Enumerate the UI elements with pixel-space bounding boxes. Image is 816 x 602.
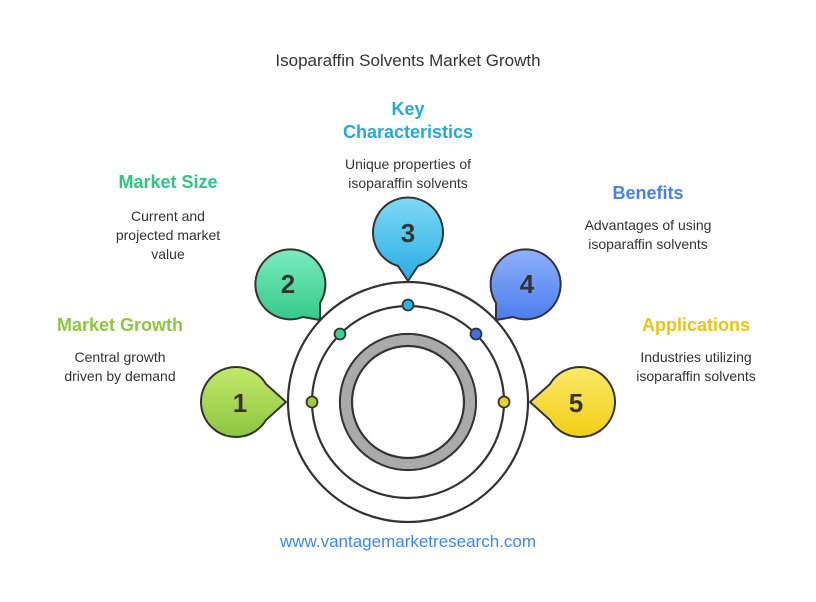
step-2-bubble: 2 xyxy=(254,248,327,322)
ring-dot-2 xyxy=(333,327,347,341)
step-4-description-line: isoparaffin solvents xyxy=(588,236,708,252)
inner-core-ring xyxy=(338,332,478,472)
step-3-number: 3 xyxy=(401,218,415,248)
website-link[interactable]: www.vantagemarketresearch.com xyxy=(279,532,537,551)
step-1-description: Central growth driven by demand xyxy=(30,348,210,386)
step-2-description-line: projected market xyxy=(115,227,221,243)
step-3-heading-line: Key xyxy=(391,99,425,119)
step-5-description-line: isoparaffin solvents xyxy=(636,368,756,384)
ring-dot-3 xyxy=(401,298,415,312)
step-5-number: 5 xyxy=(569,388,583,418)
step-5-description-line: Industries utilizing xyxy=(640,349,752,365)
step-4-description-line: Advantages of using xyxy=(584,217,712,233)
step-2-description-line: value xyxy=(151,246,185,262)
step-3-description-line: isoparaffin solvents xyxy=(348,175,468,191)
ring-dot-1 xyxy=(305,395,319,409)
step-1-number: 1 xyxy=(233,388,247,418)
step-2-description: Current and projected market value xyxy=(88,207,248,264)
step-3-heading-line: Characteristics xyxy=(342,122,474,142)
ring-dot-4 xyxy=(469,327,483,341)
core-inner-outline xyxy=(350,344,466,460)
step-4-number: 4 xyxy=(520,269,535,299)
step-5-description: Industries utilizing isoparaffin solvent… xyxy=(606,348,786,386)
step-5-heading: Applications xyxy=(641,315,750,335)
step-3-description: Unique properties of isoparaffin solvent… xyxy=(308,155,508,193)
diagram-title: Isoparaffin Solvents Market Growth xyxy=(275,51,541,70)
step-4-bubble: 4 xyxy=(489,248,562,322)
step-5-bubble: 5 xyxy=(528,366,616,438)
step-3-heading: Key Characteristics xyxy=(308,98,508,144)
core-band xyxy=(341,335,475,469)
step-2-number: 2 xyxy=(281,269,295,299)
ring-dot-5 xyxy=(497,395,511,409)
step-2-description-line: Current and xyxy=(131,208,205,224)
step-2-heading: Market Size xyxy=(118,172,218,192)
step-1-bubble: 1 xyxy=(200,366,288,438)
step-1-heading: Market Growth xyxy=(56,315,184,335)
step-1-description-line: driven by demand xyxy=(64,368,176,384)
step-3-description-line: Unique properties of xyxy=(344,156,472,172)
step-4-description: Advantages of using isoparaffin solvents xyxy=(558,216,738,254)
step-3-bubble: 3 xyxy=(372,196,444,283)
step-1-description-line: Central growth xyxy=(74,349,166,365)
step-4-heading: Benefits xyxy=(612,183,684,203)
